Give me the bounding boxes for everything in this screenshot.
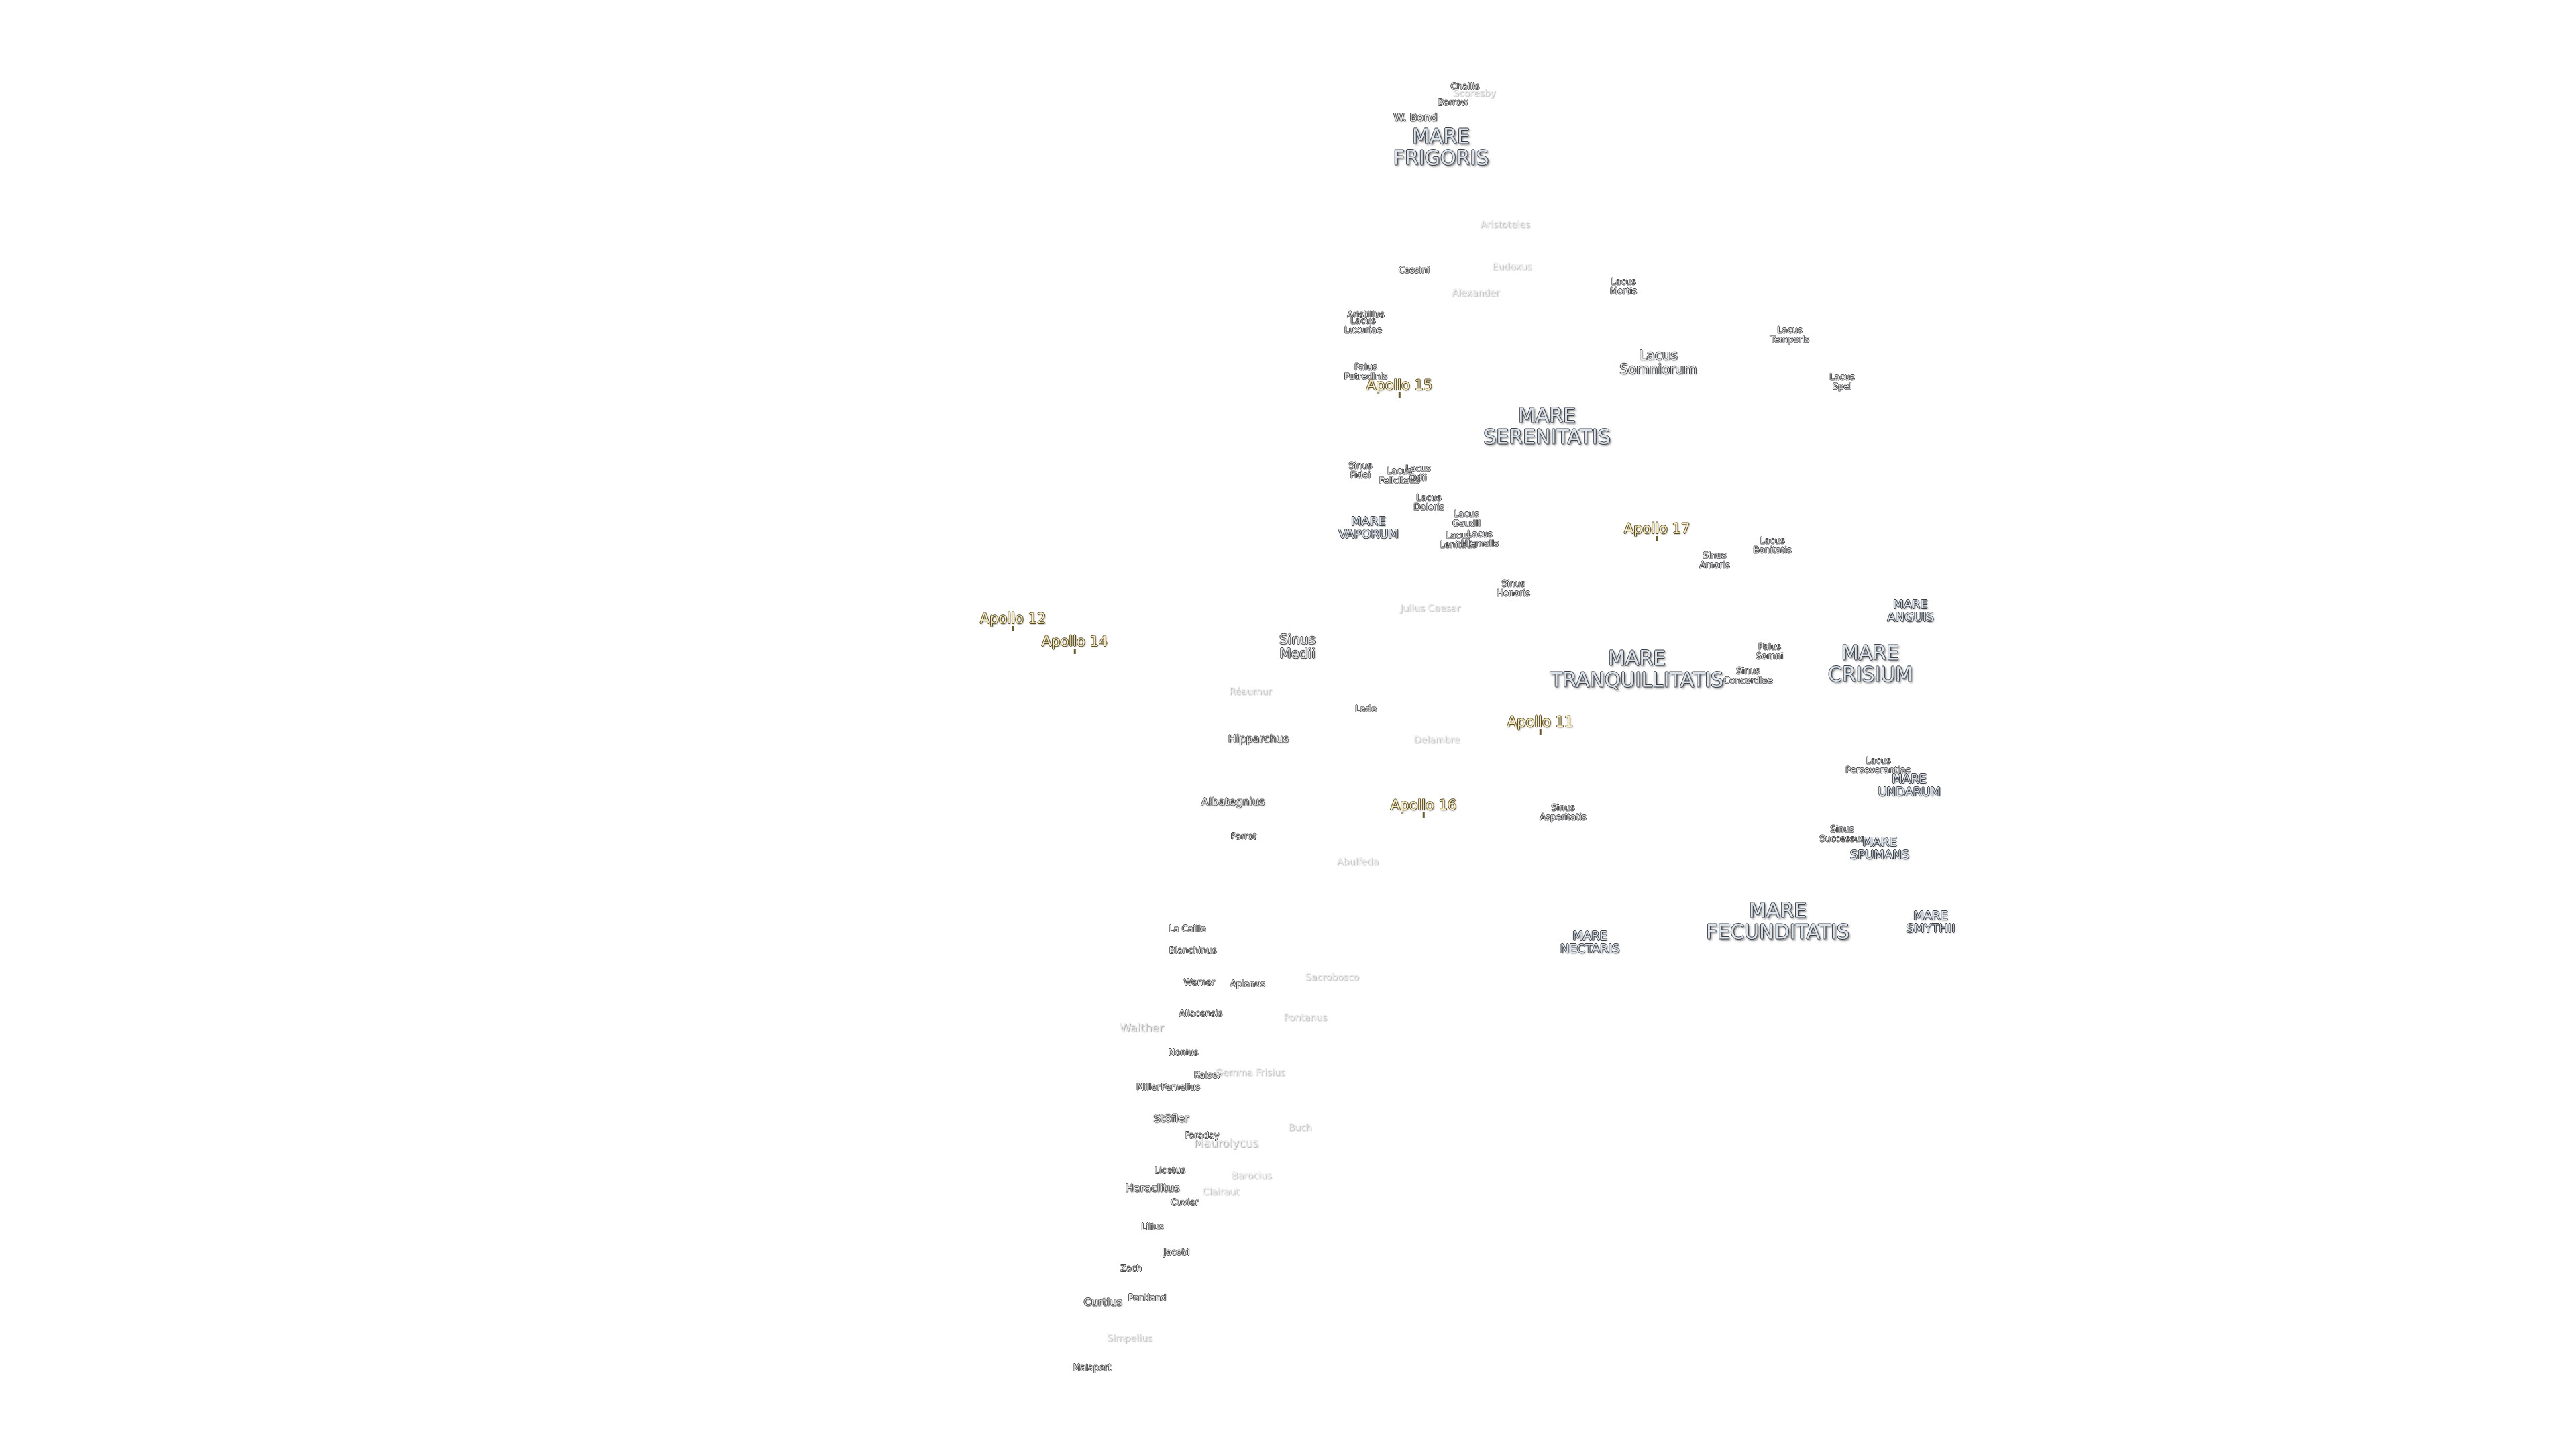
label-lacus-gaudii[interactable]: Lacus Gaudii (1452, 509, 1481, 529)
label-clairaut[interactable]: Clairaut (1202, 1187, 1240, 1198)
label-pontanus[interactable]: Pontanus (1283, 1012, 1328, 1024)
label-parrot[interactable]: Parrot (1230, 832, 1257, 843)
apollo-16-label: Apollo 16 (1390, 796, 1457, 813)
label-sinus-fidei[interactable]: Sinus Fidei (1348, 461, 1373, 480)
label-alexander[interactable]: Alexander (1452, 288, 1500, 299)
label-abulfeda[interactable]: Abulfeda (1336, 857, 1379, 868)
label-lacus-bonitatis[interactable]: Lacus Bonitatis (1753, 536, 1792, 555)
marker-apollo-17[interactable]: Apollo 17 (1623, 520, 1690, 542)
label-palus-putredinis[interactable]: Palus Putredinis (1344, 362, 1388, 382)
marker-apollo-14[interactable]: Apollo 14 (1041, 633, 1108, 655)
label-mare-nectaris[interactable]: MARE NECTARIS (1560, 929, 1620, 956)
label-lacus-spei[interactable]: Lacus Spei (1829, 372, 1855, 392)
label-fernelius[interactable]: Fernelius (1161, 1083, 1201, 1093)
label-delambre[interactable]: Delambre (1413, 735, 1460, 746)
label-lilius[interactable]: Lilius (1141, 1222, 1164, 1233)
label-buch[interactable]: Buch (1288, 1122, 1312, 1134)
label-cassini[interactable]: Cassini (1398, 266, 1430, 276)
label-kaiser[interactable]: Kaiser (1194, 1071, 1221, 1081)
label-lade[interactable]: Lade (1355, 704, 1377, 715)
label-sinus-concordiae[interactable]: Sinus Concordiae (1723, 666, 1773, 686)
label-lacus-hiemalis[interactable]: Lacus Hiemalis (1460, 529, 1499, 549)
label-lacus-perseverantiae[interactable]: Lacus Perseverantiae (1845, 756, 1911, 775)
label-lacus-felicitatis[interactable]: Lacus Felicitatis (1379, 466, 1420, 486)
label-mare-serenitatis[interactable]: MARE SERENITATIS (1483, 404, 1611, 449)
label-barocius[interactable]: Barocius (1232, 1171, 1272, 1182)
apollo-15-label: Apollo 15 (1366, 376, 1433, 393)
label-albategnius[interactable]: Albategnius (1201, 795, 1265, 808)
apollo-17-label: Apollo 17 (1623, 520, 1690, 537)
label-scoresby[interactable]: Scoresby (1453, 88, 1496, 99)
label-apianus[interactable]: Apianus (1230, 979, 1265, 990)
landing-site-marker-icon (1012, 626, 1014, 632)
label-barrow[interactable]: Barrow (1438, 98, 1468, 109)
apollo-12-label: Apollo 12 (979, 610, 1046, 627)
label-mare-vaporum[interactable]: MARE VAPORUM (1338, 515, 1399, 541)
label-reaumur[interactable]: Réaumur (1229, 686, 1272, 698)
label-miller[interactable]: Miller (1136, 1083, 1161, 1093)
label-lacus-lenitatis[interactable]: Lacus Lenitatis (1440, 531, 1477, 550)
label-licetus[interactable]: Licetus (1154, 1166, 1186, 1177)
label-aristillus[interactable]: Aristillus (1347, 310, 1385, 321)
label-eudoxus[interactable]: Eudoxus (1492, 262, 1532, 273)
label-sinus-successus[interactable]: Sinus Successus (1819, 824, 1865, 844)
label-cuvier[interactable]: Cuvier (1171, 1198, 1199, 1209)
label-mare-smythii[interactable]: MARE SMYTHII (1906, 909, 1955, 936)
label-lacus-somniorum[interactable]: Lacus Somniorum (1619, 347, 1697, 377)
label-simpelius[interactable]: Simpelius (1107, 1333, 1152, 1344)
landing-site-marker-icon (1423, 812, 1425, 818)
label-aristoteles[interactable]: Aristoteles (1480, 219, 1531, 231)
label-faraday[interactable]: Faraday (1185, 1131, 1220, 1142)
label-heraclitus[interactable]: Heraclitus (1125, 1181, 1180, 1195)
label-stofler[interactable]: Stöfler (1153, 1112, 1189, 1125)
label-lacus-doloris[interactable]: Lacus Doloris (1413, 493, 1444, 513)
marker-apollo-12[interactable]: Apollo 12 (979, 610, 1046, 632)
label-lacus-mortis[interactable]: Lacus Mortis (1610, 277, 1637, 297)
marker-apollo-11[interactable]: Apollo 11 (1507, 713, 1574, 735)
label-blanchinus[interactable]: Blanchinus (1169, 946, 1217, 957)
label-mare-tranquillitatis[interactable]: MARE TRANQUILLITATIS (1550, 647, 1724, 692)
apollo-14-label: Apollo 14 (1041, 633, 1108, 649)
label-palus-somni[interactable]: Palus Somni (1756, 642, 1784, 661)
label-jacobi[interactable]: Jacobi (1163, 1248, 1190, 1258)
label-pentland[interactable]: Pentland (1128, 1293, 1167, 1304)
label-curtius[interactable]: Curtius (1083, 1295, 1122, 1309)
label-w-bond[interactable]: W. Bond (1393, 111, 1438, 124)
label-sinus-amoris[interactable]: Sinus Amoris (1699, 551, 1730, 570)
label-challis[interactable]: Challis (1450, 82, 1480, 93)
label-maurolycus[interactable]: Maurolycus (1193, 1137, 1259, 1151)
landing-site-marker-icon (1540, 729, 1542, 735)
marker-apollo-16[interactable]: Apollo 16 (1390, 796, 1457, 818)
label-julius-caesar[interactable]: Julius Caesar (1400, 603, 1460, 614)
label-gemma-frisius[interactable]: Gemma Frisius (1216, 1067, 1285, 1079)
label-la-caille[interactable]: La Caille (1169, 924, 1206, 935)
label-werner[interactable]: Werner (1183, 978, 1216, 989)
label-lacus-luxuriae[interactable]: Lacus Luxuriae (1344, 316, 1383, 335)
label-nonius[interactable]: Nonius (1168, 1048, 1199, 1059)
landing-site-marker-icon (1074, 649, 1076, 655)
label-malapert[interactable]: Malapert (1073, 1363, 1112, 1374)
landing-site-marker-icon (1399, 392, 1401, 398)
label-walther[interactable]: Walther (1120, 1022, 1164, 1036)
label-mare-frigoris[interactable]: MARE FRIGORIS (1393, 125, 1489, 170)
label-hipparchus[interactable]: Hipparchus (1228, 732, 1289, 745)
apollo-11-label: Apollo 11 (1507, 713, 1574, 730)
label-mare-fecunditatis[interactable]: MARE FECUNDITATIS (1706, 899, 1849, 944)
label-mare-undarum[interactable]: MARE UNDARUM (1878, 772, 1941, 799)
label-sinus-honoris[interactable]: Sinus Honoris (1497, 579, 1530, 598)
label-lacus-temporis[interactable]: Lacus Temporis (1770, 325, 1810, 345)
label-sinus-asperitatis[interactable]: Sinus Asperitatis (1540, 803, 1587, 822)
label-lacus-odii[interactable]: Lacus Odii (1405, 464, 1431, 483)
landing-site-marker-icon (1656, 536, 1658, 542)
marker-apollo-15[interactable]: Apollo 15 (1366, 376, 1433, 398)
label-mare-spumans[interactable]: MARE SPUMANS (1849, 835, 1910, 862)
label-aliacensis[interactable]: Aliacensis (1179, 1009, 1223, 1020)
label-zach[interactable]: Zach (1120, 1264, 1142, 1275)
label-mare-crisium[interactable]: MARE CRISIUM (1827, 641, 1913, 686)
label-sacrobosco[interactable]: Sacrobosco (1305, 972, 1360, 983)
label-sinus-medii[interactable]: Sinus Medii (1279, 631, 1316, 661)
label-mare-anguis[interactable]: MARE ANGUIS (1887, 598, 1934, 625)
